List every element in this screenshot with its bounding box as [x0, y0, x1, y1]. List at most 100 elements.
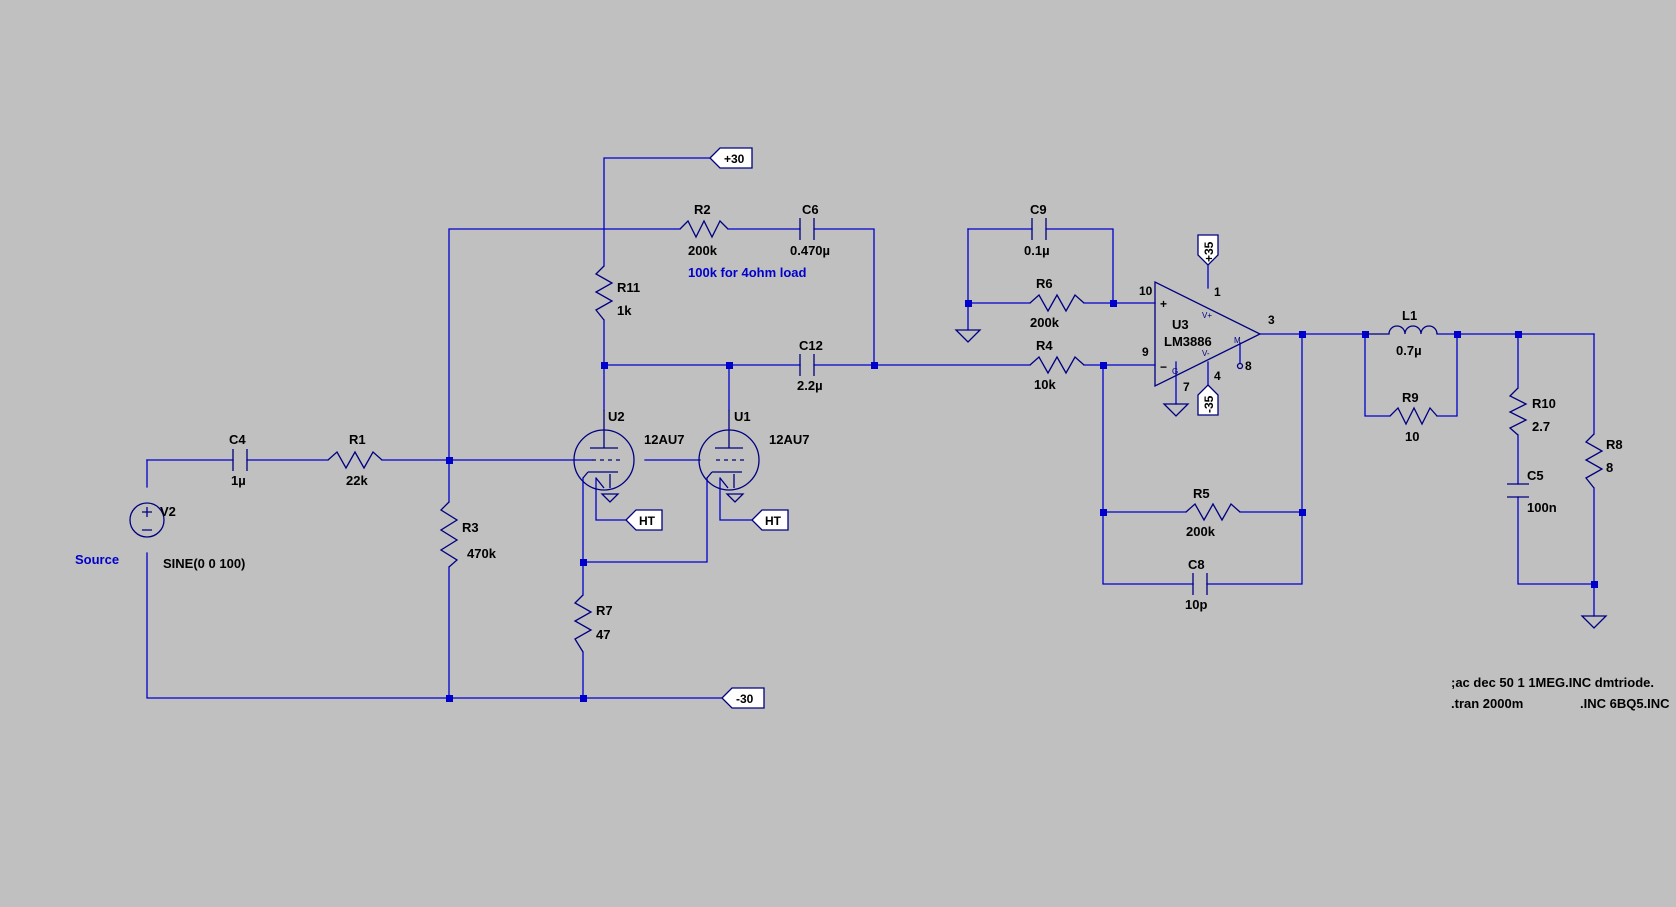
v2-label: V2	[160, 504, 176, 519]
u3-label: U3	[1172, 317, 1189, 332]
pin-10-label: 10	[1139, 284, 1153, 298]
c4-capacitor[interactable]	[232, 449, 248, 471]
r1-label: R1	[349, 432, 366, 447]
r11-label: R11	[617, 280, 640, 295]
net-flag-ht-1[interactable]: HT	[625, 509, 663, 531]
ground-symbol-output	[1580, 615, 1608, 629]
pin-numbers: 10 9 1 4 3 7 8	[1139, 284, 1275, 394]
c8-value: 10p	[1185, 597, 1207, 612]
c6-value: 0.470µ	[790, 243, 830, 258]
net-flag-plus35-label: +35	[1202, 241, 1216, 262]
junctions	[446, 300, 1598, 702]
net-flag-minus30-label: -30	[736, 692, 754, 706]
ground-symbol-c9	[954, 329, 982, 343]
l1-label: L1	[1402, 308, 1417, 323]
r5-resistor[interactable]	[1185, 502, 1241, 522]
c4-value: 1µ	[231, 473, 246, 488]
u3-opamp[interactable]: V+ V- G M + −	[1154, 280, 1262, 388]
r8-label: R8	[1606, 437, 1623, 452]
c4-label: C4	[229, 432, 246, 447]
u2-triode[interactable]	[573, 410, 635, 503]
l1-inductor[interactable]	[1365, 325, 1438, 335]
r11-value: 1k	[617, 303, 632, 318]
pin-1-label: 1	[1214, 285, 1221, 299]
net-flag-plus30-label: +30	[724, 152, 745, 166]
r7-label: R7	[596, 603, 613, 618]
r10-value: 2.7	[1532, 419, 1550, 434]
c9-value: 0.1µ	[1024, 243, 1050, 258]
r3-value: 470k	[467, 546, 497, 561]
spice-directive-ac: ;ac dec 50 1 1MEG.INC dmtriode.	[1451, 675, 1654, 690]
net-flag-plus30[interactable]: +30	[709, 147, 753, 169]
net-flag-minus35[interactable]: -35	[1197, 384, 1219, 416]
pin-vplus-label: V+	[1202, 311, 1212, 320]
u3-value: LM3886	[1164, 334, 1212, 349]
pin-m-label: M	[1234, 336, 1241, 345]
pin-minus-label: −	[1160, 360, 1167, 374]
v2-source-symbol[interactable]	[129, 502, 165, 538]
r6-label: R6	[1036, 276, 1053, 291]
u1-triode[interactable]	[698, 410, 760, 503]
r5-label: R5	[1193, 486, 1210, 501]
net-flag-minus30[interactable]: -30	[721, 687, 765, 709]
l1-value: 0.7µ	[1396, 343, 1422, 358]
c12-value: 2.2µ	[797, 378, 823, 393]
net-flag-ht-1-label: HT	[639, 514, 656, 528]
c12-capacitor[interactable]	[799, 354, 815, 376]
r9-label: R9	[1402, 390, 1419, 405]
c8-label: C8	[1188, 557, 1205, 572]
r1-value: 22k	[346, 473, 368, 488]
u1-label: U1	[734, 409, 751, 424]
spice-directive-tran: .tran 2000m	[1451, 696, 1523, 711]
wires	[146, 157, 1595, 699]
r4-resistor[interactable]	[1029, 355, 1085, 375]
r8-value: 8	[1606, 460, 1613, 475]
r11-resistor[interactable]	[594, 265, 614, 321]
pin-3-label: 3	[1268, 313, 1275, 327]
net-flag-ht-2[interactable]: HT	[751, 509, 789, 531]
c6-label: C6	[802, 202, 819, 217]
r6-resistor[interactable]	[1029, 293, 1085, 313]
c5-label: C5	[1527, 468, 1544, 483]
r1-resistor[interactable]	[327, 450, 383, 470]
source-label: Source	[75, 552, 119, 567]
design-note: 100k for 4ohm load	[688, 265, 807, 280]
c5-value: 100n	[1527, 500, 1557, 515]
r3-resistor[interactable]	[439, 501, 459, 568]
r8-resistor[interactable]	[1584, 433, 1604, 489]
spice-directives[interactable]: ;ac dec 50 1 1MEG.INC dmtriode. .tran 20…	[1451, 675, 1670, 711]
c6-capacitor[interactable]	[799, 218, 815, 240]
pin-9-label: 9	[1142, 345, 1149, 359]
r6-value: 200k	[1030, 315, 1060, 330]
r7-value: 47	[596, 627, 610, 642]
r2-label: R2	[694, 202, 711, 217]
net-flag-plus35[interactable]: +35	[1197, 234, 1219, 266]
u2-label: U2	[608, 409, 625, 424]
pin-vminus-label: V-	[1202, 349, 1210, 358]
r10-label: R10	[1532, 396, 1556, 411]
c9-label: C9	[1030, 202, 1047, 217]
r2-resistor[interactable]	[679, 219, 729, 239]
pin-7-label: 7	[1183, 380, 1190, 394]
r2-value: 200k	[688, 243, 718, 258]
net-flag-ht-2-label: HT	[765, 514, 782, 528]
v2-value: SINE(0 0 100)	[163, 556, 245, 571]
u1-value: 12AU7	[769, 432, 809, 447]
r9-resistor[interactable]	[1389, 406, 1438, 426]
c5-capacitor[interactable]	[1507, 483, 1529, 498]
r3-label: R3	[462, 520, 479, 535]
u2-value: 12AU7	[644, 432, 684, 447]
pin-g-label: G	[1172, 367, 1178, 376]
r4-label: R4	[1036, 338, 1053, 353]
c9-capacitor[interactable]	[1031, 218, 1047, 240]
pin-8-label: 8	[1245, 359, 1252, 373]
r7-resistor[interactable]	[573, 594, 593, 653]
r5-value: 200k	[1186, 524, 1216, 539]
r9-value: 10	[1405, 429, 1419, 444]
r10-resistor[interactable]	[1508, 387, 1528, 436]
c8-capacitor[interactable]	[1192, 573, 1208, 595]
r4-value: 10k	[1034, 377, 1056, 392]
ground-symbol-u3	[1162, 403, 1190, 417]
